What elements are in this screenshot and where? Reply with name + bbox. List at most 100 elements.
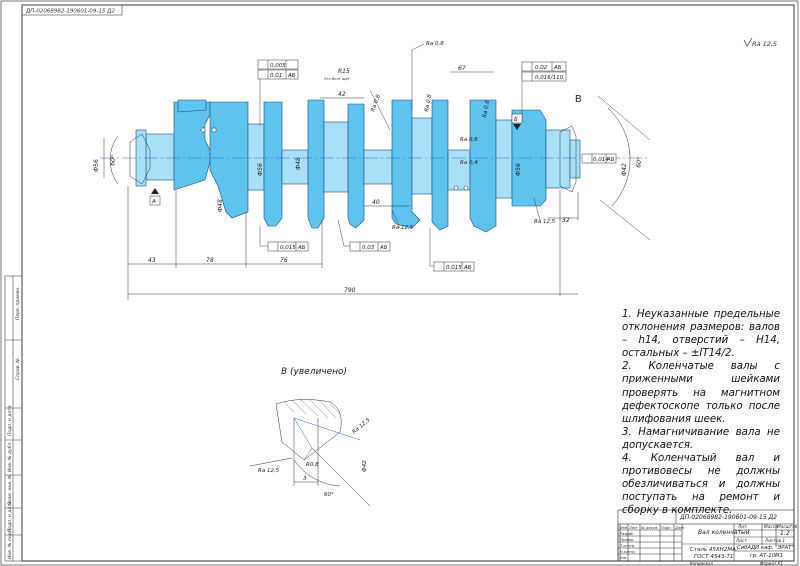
dia-conn: Ф48 [295,157,302,170]
note-small: Это болт щёк [323,77,350,81]
detail-dim: 3 [303,476,307,482]
tol-parallel-value: 0,02 [535,65,548,71]
title-copied: Копировал [690,561,713,566]
corner-stamp: ДП-02068982-190601-09-15 Д2 [25,9,115,15]
tol-parallel-datum: АБ [553,65,562,71]
note-2: 2. Коленчатые валы с приженными шейками … [622,361,780,425]
roughness-check-icon [743,37,753,47]
datum-b: Б [514,117,518,123]
datum-a: А [151,199,156,205]
side-strip-top: Перв. примен. [15,286,21,320]
title-part-name-1: Вал коленчатый [698,529,750,536]
dim-42: 42 [338,91,346,98]
dia-left: Ф56 [93,159,100,172]
title-row-list: Лист [628,526,639,530]
ra-08-a: Ra 0,8 [426,41,444,47]
detail-ra-right: Ra 12,5 [351,417,371,436]
title-col-lit: Лит. [737,524,748,530]
title-row-utv: Утв. [620,556,627,560]
dia-right: Ф42 [621,163,628,176]
side-strip-b5: Инв. № подл. [7,528,13,559]
datum-b-triangle [513,124,521,130]
ra-08-e: Ra 0,8 [370,94,382,113]
roughness-general: Ra 12,5 [752,40,777,48]
dim-43: 43 [148,257,156,264]
dimension-lines [103,71,578,300]
detail-view [249,398,371,507]
tol-bottom-2-value: 0,03 [362,245,375,251]
detail-dia: Ф42 [362,460,368,472]
note-3: 3. Намагничивание вала не допускается. [622,426,780,451]
technical-notes: 1. Неуказанные предельные отклонения раз… [622,308,780,518]
dim-40: 40 [372,199,380,206]
ra-08-b: Ra 0,8 [424,93,433,112]
side-strip-b1: Подп. и дата [7,405,13,436]
dim-76: 76 [280,257,288,264]
title-scale-value: 1:2 [780,530,790,537]
title-sheets: Листов 1 [764,538,785,544]
end-sections [109,107,631,296]
tol-flatness-value: 0,005 [270,63,286,69]
tol-bottom-2-datum: АБ [379,245,388,251]
title-row-prov: Провер. [620,538,635,542]
title-row-izm: Изм. [620,526,628,530]
tol-runout-left-value: 0,01 [270,73,282,79]
title-material-1: Сталь 45ХН2МА [690,547,736,553]
title-org-1: СибАДИ каф. "ЭРАТ" [737,545,794,551]
tol-right-value: 0,014 [593,157,609,163]
title-row-ndoc: № докум. [640,526,658,530]
note-1: 1. Неуказанные предельные отклонения раз… [622,309,780,360]
ra-125-b: Ra 12,5 [534,219,556,225]
crankshaft [135,99,581,233]
tol-bottom-1-value: 0,015 [280,245,296,251]
title-row-date: Дата [674,526,684,530]
dim-78: 78 [206,257,214,264]
title-format: Формат А1 [760,561,783,566]
title-row-razrab: Разраб. [620,532,634,536]
title-doc-number: ДП-02068982-190601-09-15 Д2 [679,514,777,521]
datum-a-triangle [151,188,159,194]
title-block [617,509,795,562]
title-row-tkontr: Т.контр. [620,544,635,548]
ra-125-a: Ra 12,5 [392,225,414,231]
ra-08-d: Ra 0,8 [460,137,478,143]
title-material-2: ГОСТ 4543-71 [694,554,733,560]
view-ref-b: В [575,94,582,105]
tol-right-datum: АБ [606,157,615,163]
title-row-sign: Подп. [661,526,672,530]
tol-bottom-3-datum: АБ [463,265,472,271]
detail-angle: 60° [324,492,334,498]
side-strip-b4: Подп. и дата [7,501,13,532]
title-sheet: Лист [735,538,747,544]
dim-60-left: 60° [109,155,118,167]
tol-runout-left-datum: АБ [287,73,296,79]
tol-bottom-3-value: 0,015 [446,265,462,271]
ra-08-c: Ra 0,8 [482,99,491,118]
side-strip-b2: Инв. № дубл. [7,441,13,472]
title-col-scale: Масштаб [777,524,798,530]
title-col-mass: Масса [764,524,778,530]
ra-04: Ra 0,4 [460,160,478,166]
title-row-nkontr: Н.контр. [620,550,636,554]
side-strip [4,275,23,562]
corner-stamp-box [21,4,123,16]
dim-r15: R15 [338,68,350,75]
detail-r: R0,8 [306,462,319,468]
dim-60-right: 60° [635,157,644,169]
tol-bottom-1-datum: АБ [297,245,306,251]
dim-790: 790 [344,287,356,294]
note-4: 4. Коленчатый вал и противовесы не должн… [622,453,780,517]
title-org-2: гр. АТ-10М1 [750,553,783,559]
dim-32: 32 [562,217,570,224]
side-strip-mid: Справ. № [15,358,21,380]
side-strip-b3: Взам. инв. № [7,474,13,505]
dia-b-pin: Ф48 [217,199,224,212]
oil-holes [200,127,469,191]
detail-view-caption: В (увеличено) [281,367,348,377]
dim-67: 67 [458,65,466,72]
dia-main: Ф56 [257,163,264,176]
tolerance-frames [149,59,617,272]
tol-runout-right-value: 0,016/110 [535,75,564,81]
